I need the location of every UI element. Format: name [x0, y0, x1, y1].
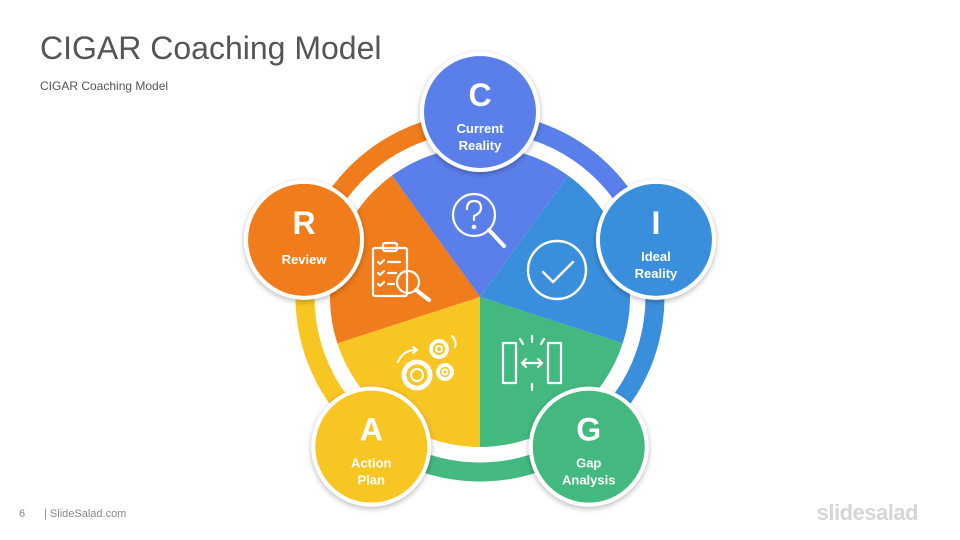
- stage-slice: [391, 147, 569, 297]
- brand-logo: slidesalad: [816, 500, 919, 525]
- gears-icon: [397, 335, 457, 391]
- stage-letter: R: [292, 205, 315, 241]
- footer-site: | SlideSalad.com: [44, 508, 127, 520]
- stage-label: Plan: [358, 473, 386, 488]
- stage-label: Review: [282, 252, 328, 267]
- slide-subtitle: CIGAR Coaching Model: [40, 79, 169, 93]
- stage-letter: I: [652, 205, 661, 241]
- clipboard-magnifier-icon: [371, 241, 431, 302]
- stage-label: Current: [457, 121, 505, 136]
- question-magnifier-icon: [451, 192, 506, 248]
- stage-label: Reality: [635, 266, 678, 281]
- stage-letter: C: [468, 77, 491, 113]
- stage-label: Action: [351, 456, 392, 471]
- slide-title: CIGAR Coaching Model: [40, 30, 382, 66]
- stage-letter: A: [360, 412, 383, 448]
- gap-arrows-icon: [501, 334, 563, 392]
- page-number: 6: [19, 508, 26, 520]
- stage-slice: [480, 297, 623, 447]
- stage-label: Reality: [459, 138, 502, 153]
- stage-badge-r: R Review: [244, 179, 365, 300]
- stage-label: Analysis: [562, 473, 615, 488]
- stage-label: Gap: [576, 456, 601, 471]
- stage-slice: [330, 175, 480, 344]
- stage-slice: [480, 175, 630, 344]
- stage-label: Ideal: [641, 249, 671, 264]
- check-circle-icon: [526, 239, 588, 301]
- stage-slice: [337, 297, 480, 447]
- stage-letter: G: [576, 412, 601, 448]
